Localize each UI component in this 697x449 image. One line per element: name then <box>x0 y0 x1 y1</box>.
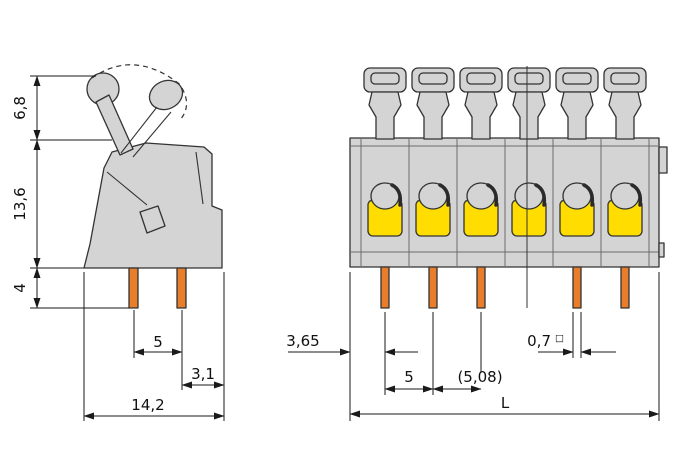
side-view-pins <box>128 267 187 309</box>
side-tab <box>658 146 668 174</box>
actuator-2 <box>411 67 455 140</box>
actuator-4 <box>507 67 551 140</box>
clamp-spring <box>390 183 403 207</box>
dim-label-front-pin-pitch: 5 <box>404 368 414 386</box>
lever-arm-line <box>120 106 158 154</box>
solder-pin <box>128 267 139 309</box>
square-pin-symbol: □ <box>555 333 564 344</box>
solder-pin <box>176 267 187 309</box>
front-view-pins <box>380 266 630 309</box>
solder-pin <box>620 266 630 309</box>
lever-knob-alt <box>148 79 184 111</box>
clamp-spring <box>534 183 547 207</box>
dim-label-edge-to-first-pole: 3,65 <box>286 332 319 350</box>
side-housing <box>83 142 223 269</box>
solder-pin <box>572 266 582 309</box>
dim-label-pin-length: 4 <box>11 283 29 293</box>
clamp-spring <box>582 183 595 207</box>
solder-pin <box>476 266 486 309</box>
actuator-1 <box>363 67 407 140</box>
dim-label-overall-width: 14,2 <box>131 396 164 414</box>
clamp-spring <box>486 183 499 207</box>
dim-label-edge-offset: 3,1 <box>191 365 215 383</box>
dim-label-body-height: 13,6 <box>11 187 29 220</box>
front-view <box>349 66 668 309</box>
actuator-6 <box>603 67 647 140</box>
dim-label-side-pin-pitch: 5 <box>153 333 163 351</box>
lever-arm <box>95 94 134 156</box>
push-buttons <box>367 199 643 237</box>
clamp-spring <box>438 183 451 207</box>
clamp-spring <box>630 183 643 207</box>
dimension-annotations: 6,8 13,6 4 5 3,1 14,2 3,65 5 (5,08) 0,7 … <box>11 75 660 421</box>
side-internal-line <box>106 171 148 206</box>
clamp-ports <box>370 182 643 210</box>
actuator-3 <box>459 67 503 140</box>
side-view-body <box>83 64 223 269</box>
dim-label-lever-height: 6,8 <box>11 96 29 120</box>
lever-swing-arc-2 <box>179 87 188 121</box>
side-internal-line <box>195 151 204 205</box>
lever-arm-line <box>132 111 172 158</box>
front-view-body <box>349 67 668 268</box>
side-hole <box>139 205 166 234</box>
dim-label-pin-width: 0,7 <box>527 332 551 350</box>
lever-swing-arc <box>91 64 183 87</box>
solder-pin <box>380 266 390 309</box>
side-tab-small <box>658 242 665 258</box>
actuator-5 <box>555 67 599 140</box>
solder-pin <box>428 266 438 309</box>
side-view <box>83 64 223 309</box>
dim-label-front-pin-pitch-alt: (5,08) <box>457 368 502 386</box>
dim-label-overall-length: L <box>501 394 510 412</box>
